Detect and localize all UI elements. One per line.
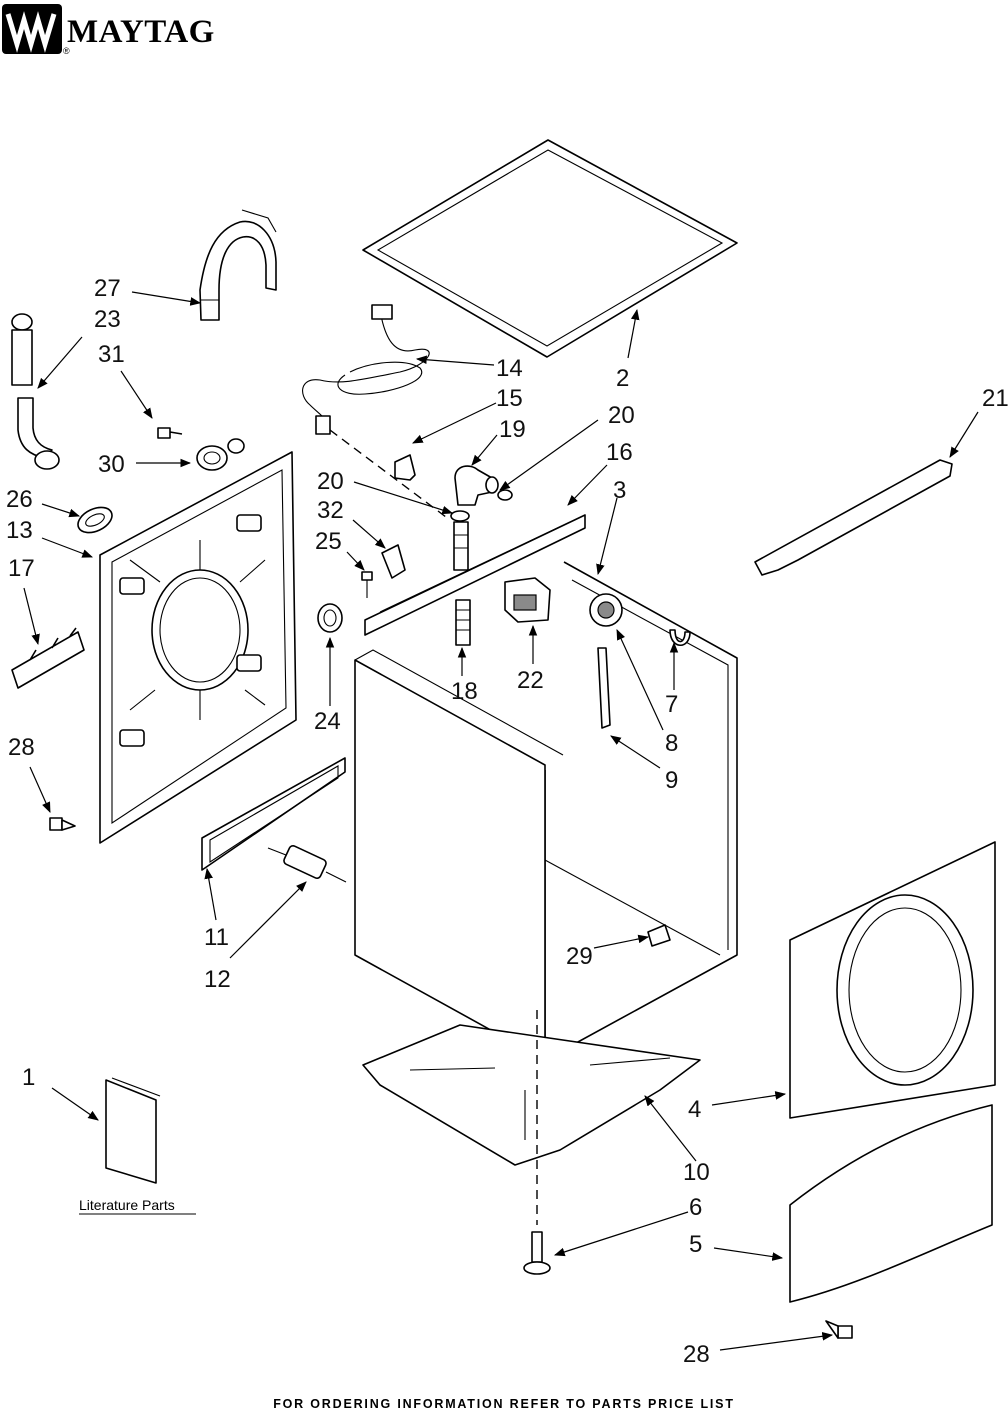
base-plate — [363, 1025, 700, 1165]
callout-5: 5 — [689, 1231, 702, 1258]
cord-clamp — [395, 455, 415, 480]
leveling-leg — [524, 1232, 550, 1274]
callout-26: 26 — [6, 486, 33, 513]
callout-32: 32 — [317, 497, 344, 524]
callout-20-right: 20 — [608, 402, 635, 429]
rear-panel — [100, 452, 296, 843]
hose-guide — [200, 210, 276, 320]
bracket — [382, 545, 405, 578]
callout-22: 22 — [517, 667, 544, 694]
drain-hose — [12, 314, 59, 469]
callout-29: 29 — [566, 943, 593, 970]
maytag-logo: MAYTAG ® — [2, 4, 215, 56]
callout-3: 3 — [613, 477, 626, 504]
side-panel — [545, 562, 737, 1060]
callout-20-left: 20 — [317, 468, 344, 495]
hose-clamp — [318, 604, 342, 632]
literature-parts-label: Literature Parts — [79, 1197, 175, 1213]
o-ring-lower — [451, 511, 469, 521]
kick-panel — [790, 1105, 992, 1302]
shipping-strip — [12, 628, 84, 688]
callout-28-right: 28 — [683, 1341, 710, 1368]
callout-16: 16 — [606, 439, 633, 466]
water-valve — [505, 578, 550, 622]
power-cord — [303, 305, 430, 434]
brace — [755, 460, 952, 575]
callout-18: 18 — [451, 678, 478, 705]
top-panel — [363, 140, 737, 357]
callout-17: 17 — [8, 555, 35, 582]
callout-30: 30 — [98, 451, 125, 478]
screw-31 — [158, 428, 182, 438]
callout-24: 24 — [314, 708, 341, 735]
callout-1: 1 — [22, 1064, 35, 1091]
literature-parts-booklet — [106, 1078, 160, 1183]
callout-8: 8 — [665, 730, 678, 757]
callout-14: 14 — [496, 355, 523, 382]
screw-25 — [362, 572, 372, 598]
screw-28-left — [50, 818, 75, 830]
callout-2: 2 — [616, 365, 629, 392]
cabinet-left-panel — [355, 650, 563, 1060]
footer-note: FOR ORDERING INFORMATION REFER TO PARTS … — [273, 1397, 735, 1411]
callout-23: 23 — [94, 306, 121, 333]
damper — [268, 844, 346, 882]
callout-31: 31 — [98, 341, 125, 368]
callout-9: 9 — [665, 767, 678, 794]
callout-6: 6 — [689, 1194, 702, 1221]
callout-21: 21 — [982, 385, 1008, 412]
pressure-switch — [590, 594, 622, 626]
brand-name: MAYTAG — [67, 14, 215, 50]
callout-28-left: 28 — [8, 734, 35, 761]
grommet — [74, 502, 116, 537]
brand-registered-mark: ® — [63, 46, 70, 56]
o-ring-upper — [498, 490, 512, 500]
callout-25: 25 — [315, 528, 342, 555]
front-panel — [790, 842, 995, 1118]
callout-4: 4 — [688, 1096, 701, 1123]
base-rail — [202, 758, 345, 870]
callout-10: 10 — [683, 1159, 710, 1186]
callout-15: 15 — [496, 385, 523, 412]
callout-19: 19 — [499, 416, 526, 443]
callout-13: 13 — [6, 517, 33, 544]
clamp-30 — [197, 439, 244, 470]
callout-11: 11 — [204, 924, 229, 951]
callout-12: 12 — [204, 966, 231, 993]
callout-7: 7 — [665, 691, 678, 718]
callout-27: 27 — [94, 275, 121, 302]
inlet-elbow — [455, 466, 498, 505]
